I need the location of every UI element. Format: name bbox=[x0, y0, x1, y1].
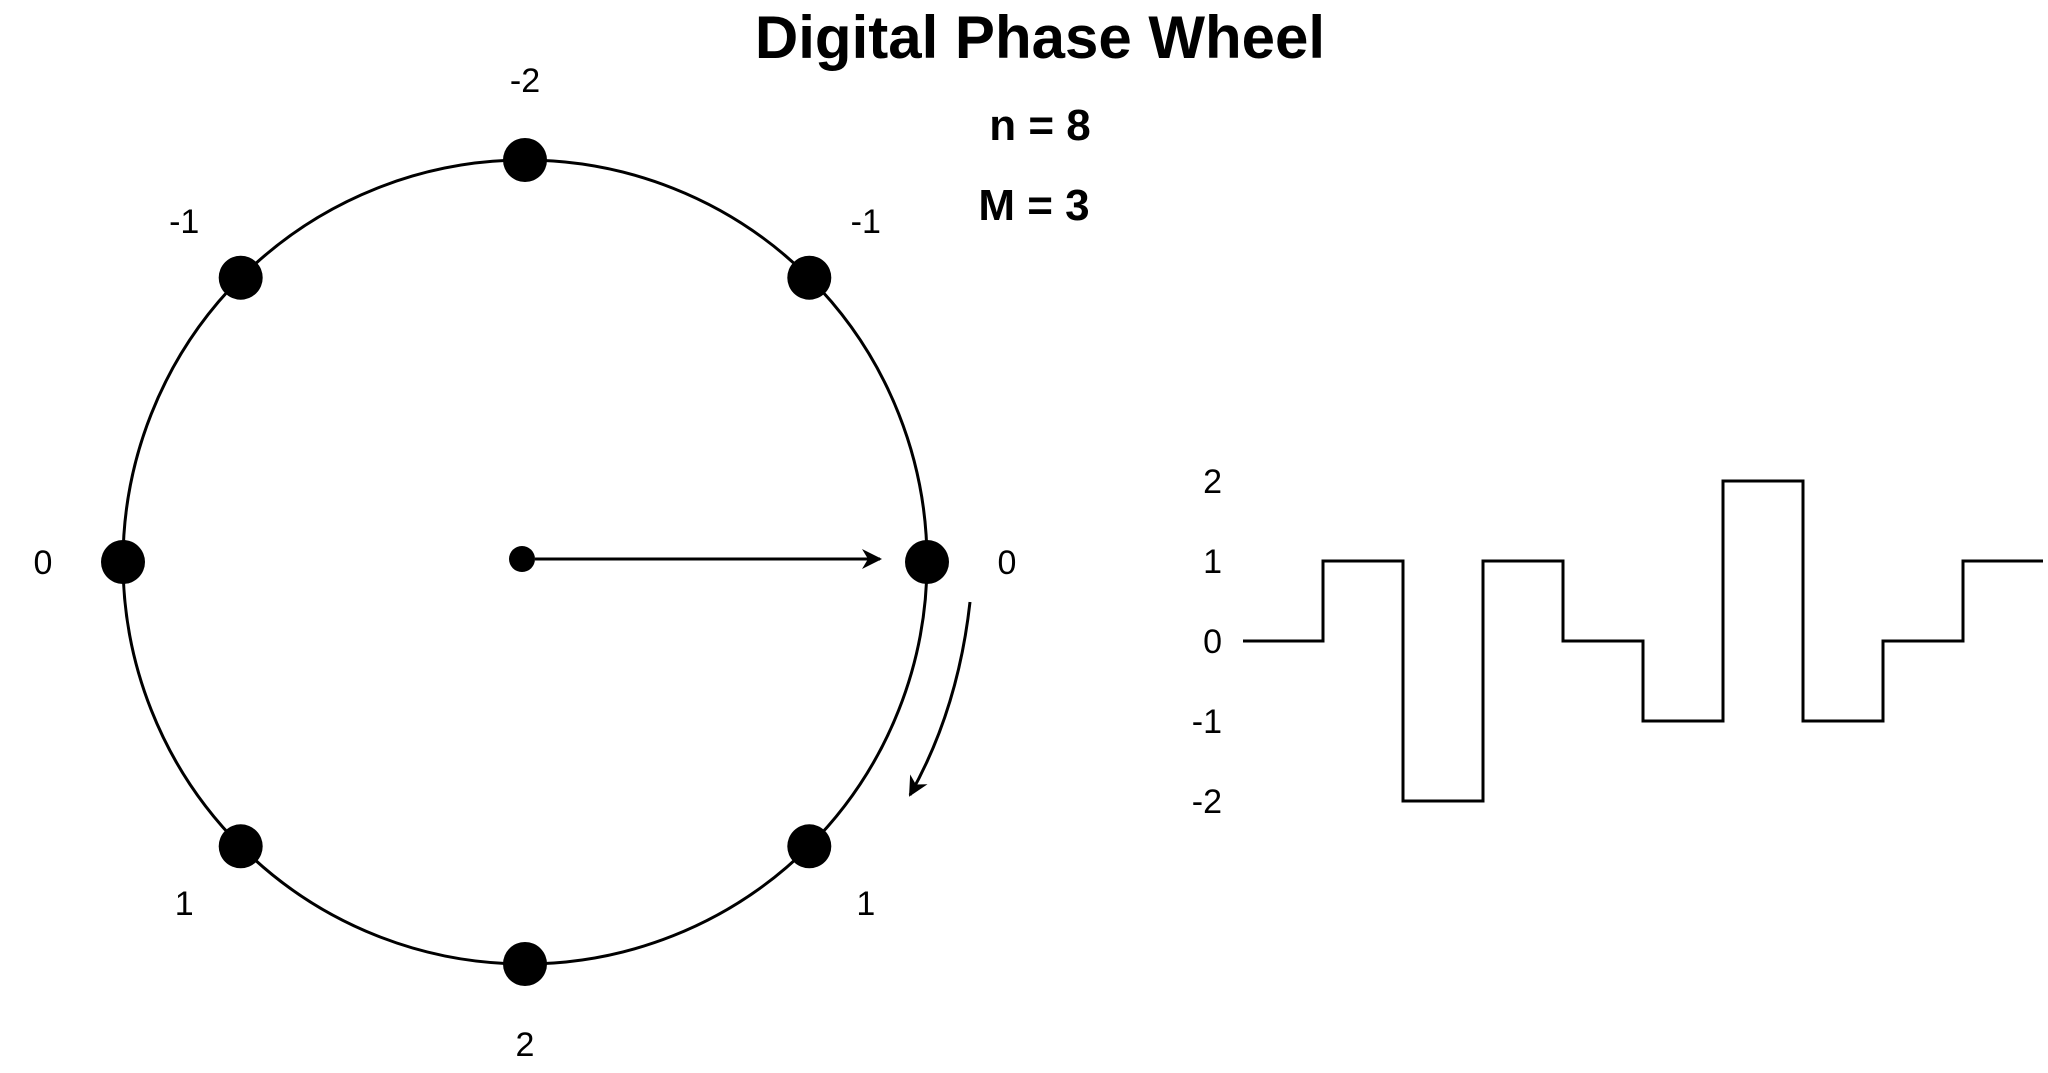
wheel-point-label-7: -1 bbox=[851, 203, 881, 241]
wheel-point-0 bbox=[905, 540, 949, 584]
wheel-point-label-1: 1 bbox=[856, 885, 875, 923]
m-parameter-label: M = 3 bbox=[978, 181, 1089, 230]
diagram-title: Digital Phase Wheel bbox=[755, 4, 1325, 71]
wheel-point-5 bbox=[218, 255, 263, 300]
wheel-point-labels: 0 1 2 1 0 -1 -2 -1 bbox=[34, 62, 1017, 1064]
wheel-center-dot bbox=[509, 546, 535, 572]
rotation-direction-arrow bbox=[908, 601, 972, 797]
wheel-point-label-5: -1 bbox=[169, 203, 199, 241]
wheel-point-label-3: 1 bbox=[175, 885, 194, 923]
waveform-y-tick-labels: 2 1 0 -1 -2 bbox=[1192, 463, 1222, 821]
y-tick-label-2: 2 bbox=[1203, 463, 1222, 501]
y-tick-label--2: -2 bbox=[1192, 783, 1222, 821]
y-tick-label-1: 1 bbox=[1203, 543, 1222, 581]
wheel-points bbox=[101, 138, 949, 986]
wheel-point-7 bbox=[787, 255, 832, 300]
waveform-step-line bbox=[1243, 479, 2043, 803]
stepped-waveform: 2 1 0 -1 -2 bbox=[1192, 463, 2043, 821]
wheel-point-2 bbox=[503, 942, 547, 986]
wheel-point-label-6: -2 bbox=[510, 62, 540, 100]
wheel-point-label-4: 0 bbox=[34, 544, 53, 582]
wheel-point-3 bbox=[218, 824, 263, 869]
n-parameter-label: n = 8 bbox=[989, 101, 1091, 150]
y-tick-label-0: 0 bbox=[1203, 623, 1222, 661]
phase-wheel: 0 1 2 1 0 -1 -2 -1 bbox=[34, 62, 1017, 1064]
wheel-point-6 bbox=[503, 138, 547, 182]
wheel-point-1 bbox=[787, 824, 832, 869]
wheel-point-label-2: 2 bbox=[516, 1026, 535, 1064]
wheel-point-4 bbox=[101, 540, 145, 584]
y-tick-label--1: -1 bbox=[1192, 703, 1222, 741]
wheel-point-label-0: 0 bbox=[998, 544, 1017, 582]
